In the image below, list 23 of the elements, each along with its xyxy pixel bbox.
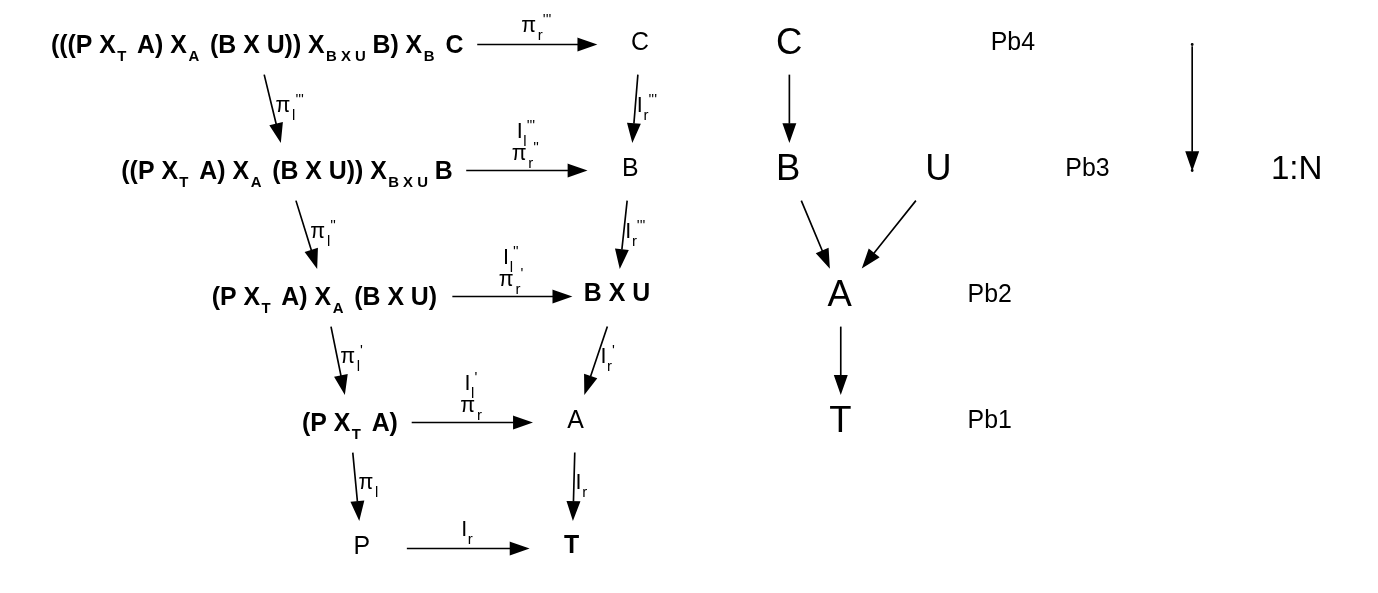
node-text: P (352, 531, 370, 560)
edge-label: I$_{r}$ (575, 470, 587, 501)
node-text: C (630, 27, 649, 56)
edge-label: I$_{r}$ (460, 516, 473, 547)
node-text: ((P X$_{T}$ A) X$_{A}$ (B X U)) X$_{B X U}$ B (120, 156, 453, 191)
node-text: A (827, 272, 852, 314)
node-text: T (563, 529, 579, 558)
node-text: (P X$_{T}$ A) (301, 408, 398, 443)
node-text: B X U (583, 277, 650, 306)
label: Pb1 (967, 405, 1012, 434)
label: Pb3 (1064, 153, 1110, 182)
node-text: C (775, 20, 802, 62)
node-text: B (775, 146, 800, 188)
node-text: T (828, 398, 851, 440)
label: Pb2 (967, 279, 1012, 308)
node-text: (P X$_{T}$ A) X$_{A}$ (B X U) (211, 282, 437, 317)
node-text: U (924, 146, 952, 188)
node-text: A (566, 405, 584, 434)
legend-label: 1:N (1270, 148, 1322, 186)
node-text: (((P X$_{T}$ A) X$_{A}$ (B X U)) X$_{B X U}$ B) X$_{B}$ C (50, 30, 463, 65)
node-text: B (621, 153, 639, 182)
label: Pb4 (990, 27, 1035, 56)
edge-label: π$_{l}$ (357, 470, 378, 501)
